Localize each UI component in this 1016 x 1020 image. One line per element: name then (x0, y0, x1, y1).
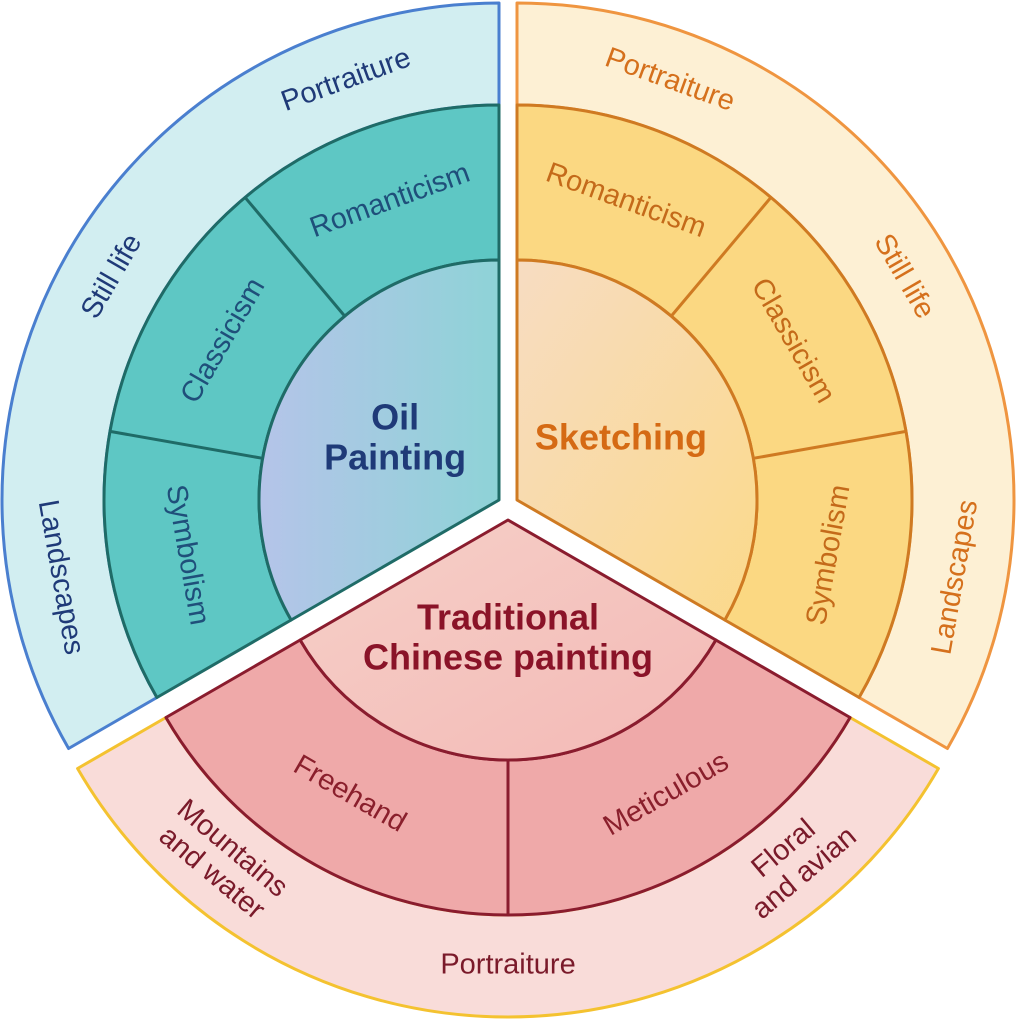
sketch-style-divider (670, 196, 773, 318)
chinese-subject-portraiture: Portraiture (440, 949, 575, 981)
chinese-core (298, 518, 718, 762)
oil-style-divider (109, 429, 263, 460)
sketch-core (515, 258, 759, 622)
sketch-style-divider (753, 429, 907, 460)
sketch-title: Sketching (535, 417, 707, 458)
oil-core (257, 258, 501, 622)
oil-style-divider (243, 196, 346, 318)
